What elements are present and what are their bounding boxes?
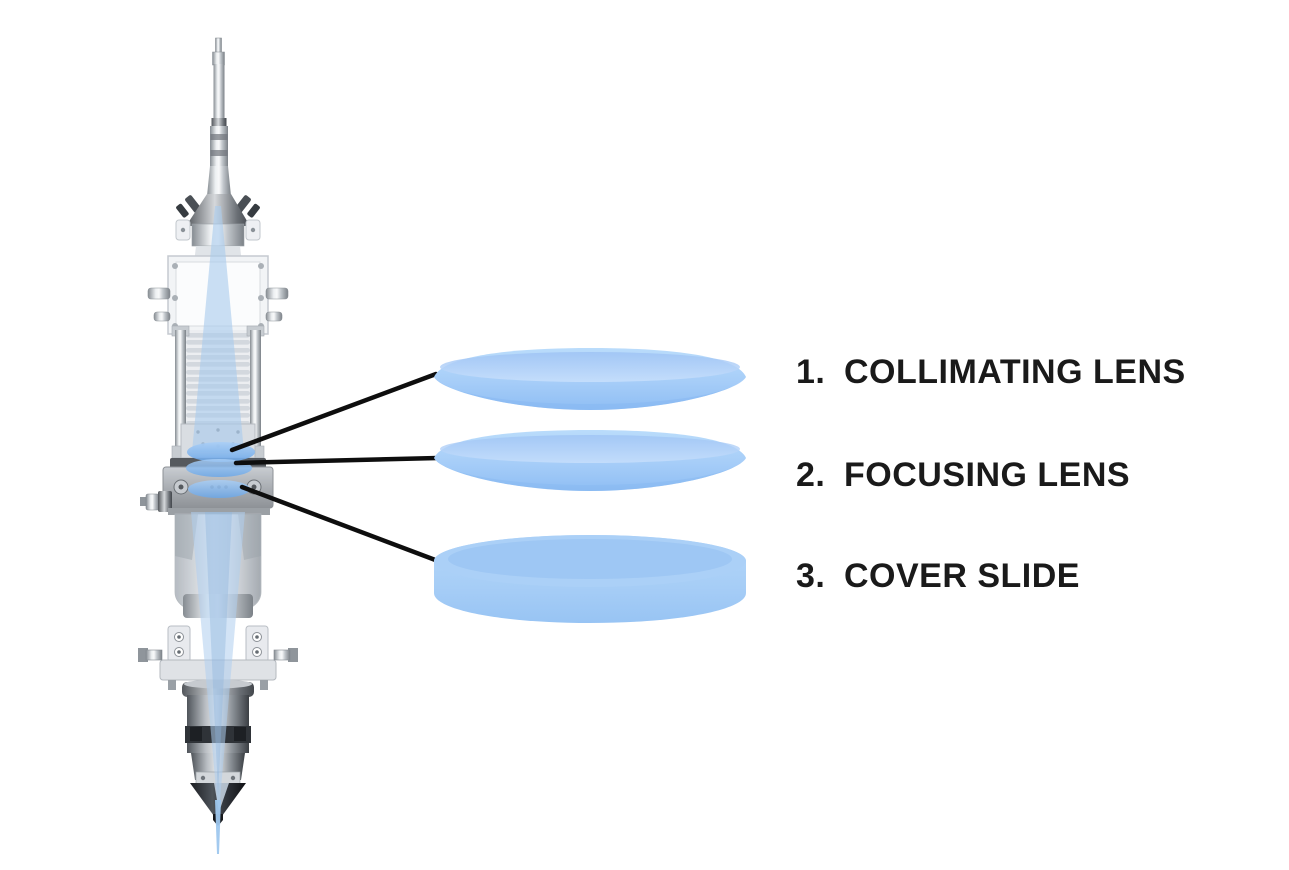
label-number: 3. bbox=[796, 557, 826, 595]
label-collimating-lens: 1. COLLIMATING LENS bbox=[796, 353, 1186, 392]
leader-line-collimating-lens bbox=[229, 371, 439, 453]
label-text: FOCUSING LENS bbox=[844, 456, 1131, 494]
leader-line-cover-slide bbox=[239, 484, 441, 564]
side-fitting bbox=[140, 491, 172, 512]
label-focusing-lens: 2. FOCUSING LENS bbox=[796, 456, 1130, 495]
laser-head-illustration bbox=[138, 37, 298, 854]
internal-cover-slide bbox=[188, 480, 250, 498]
laser-beam-upper bbox=[192, 206, 244, 452]
label-text: COLLIMATING LENS bbox=[844, 353, 1186, 391]
fiber-connector-stem bbox=[207, 37, 231, 196]
label-text: COVER SLIDE bbox=[844, 557, 1080, 595]
label-cover-slide: 3. COVER SLIDE bbox=[796, 557, 1080, 596]
leader-line-focusing-lens bbox=[233, 455, 441, 466]
label-number: 1. bbox=[796, 353, 826, 391]
cover-slide-disc bbox=[434, 535, 746, 623]
leader-lines bbox=[229, 371, 441, 564]
label-number: 2. bbox=[796, 456, 826, 494]
focusing-lens-disc bbox=[434, 430, 746, 491]
collimating-lens-disc bbox=[434, 348, 746, 410]
laser-beam-lower bbox=[191, 512, 245, 854]
